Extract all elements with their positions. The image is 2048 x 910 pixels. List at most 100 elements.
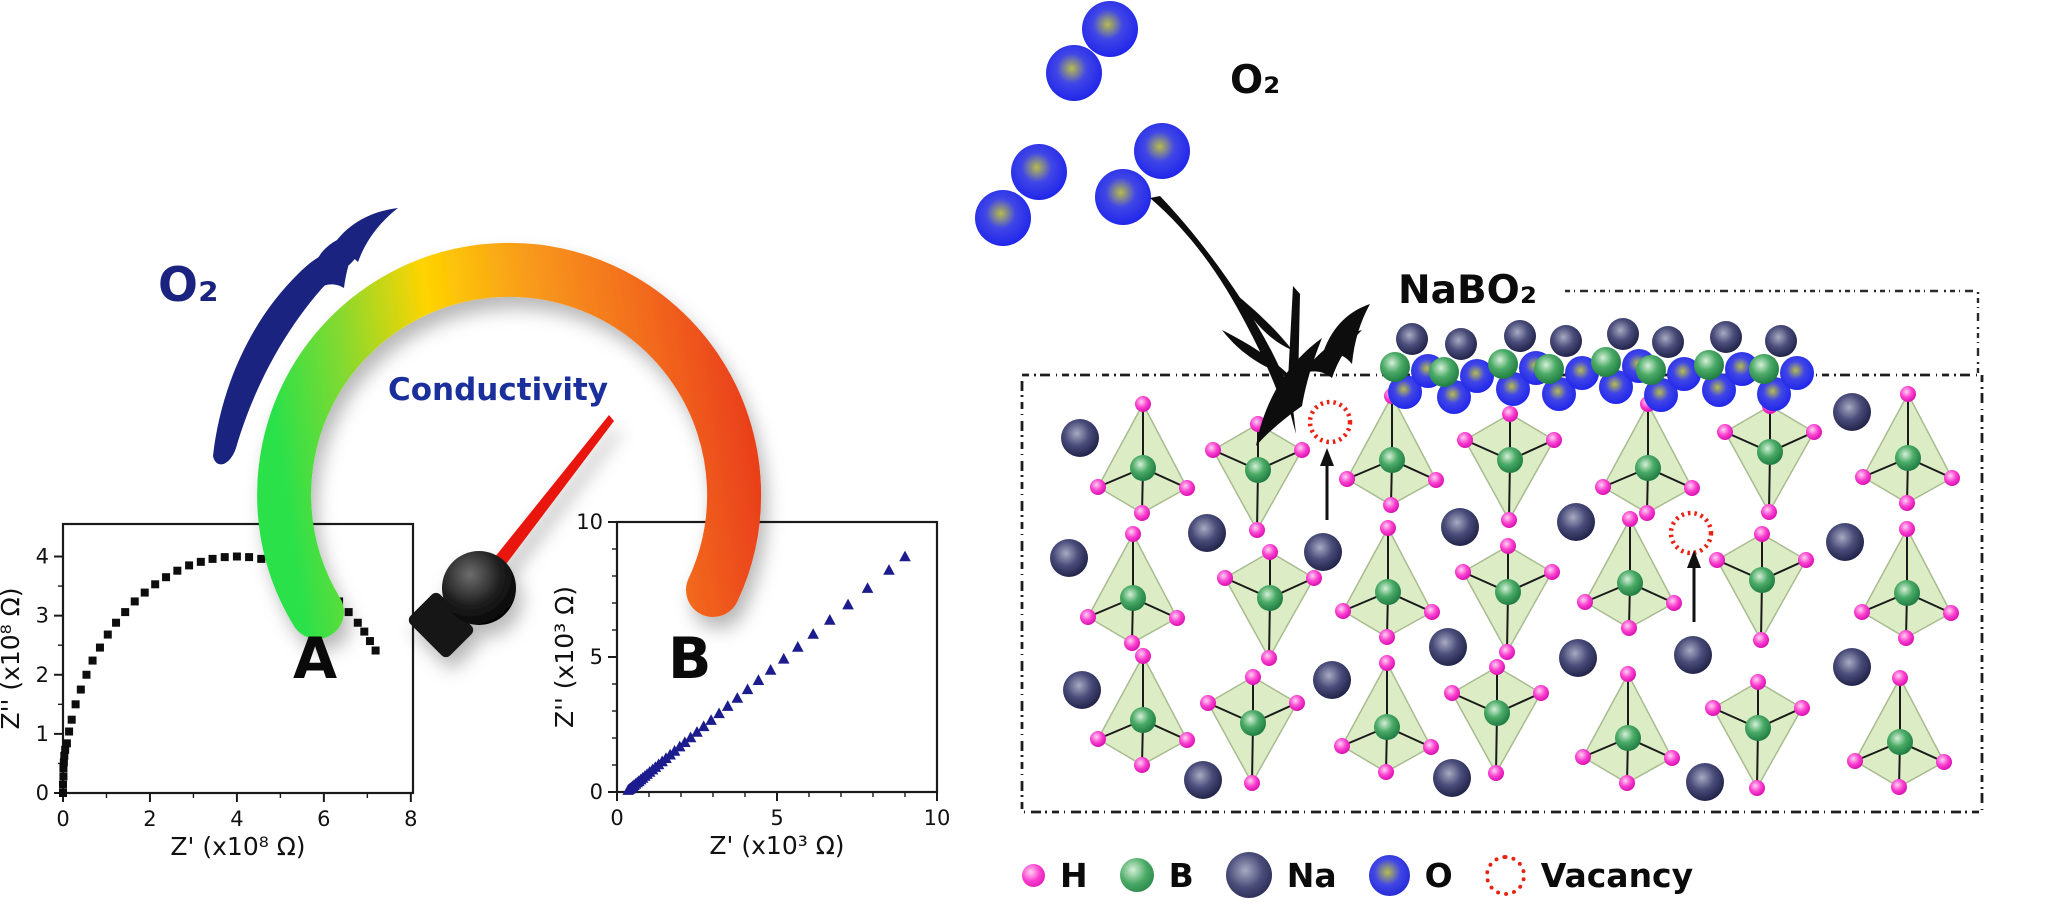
legend-label-h: H: [1060, 855, 1088, 895]
data-point: [67, 715, 76, 724]
data-point: [245, 553, 254, 562]
b-atom-icon: [1119, 858, 1154, 892]
bh4-tetrahedron: [1205, 416, 1310, 538]
b-atom: [1245, 457, 1271, 483]
data-point: [232, 552, 241, 561]
nabo2-surface-cluster: [1488, 320, 1553, 406]
h-atom: [1090, 479, 1106, 495]
o-atom: [1622, 349, 1656, 383]
gauge-arc: [257, 242, 762, 639]
bh4-tetrahedron: [1855, 386, 1960, 511]
data-point: [684, 731, 697, 743]
b-atom: [1120, 585, 1146, 611]
data-point: [634, 773, 647, 785]
na-atom: [1445, 328, 1477, 360]
na-atom: [1504, 320, 1536, 352]
h-atom-icon: [1022, 863, 1045, 887]
x-tick-label: 0: [610, 806, 623, 830]
bh4-tetrahedron: [1339, 388, 1444, 513]
na-atom: [1188, 514, 1226, 552]
data-point: [88, 656, 97, 665]
y-tick-label: 0: [590, 780, 603, 804]
y-tick-label: 0: [36, 781, 49, 805]
bh4-tetrahedron: [1717, 398, 1822, 520]
x-tick-label: 6: [317, 807, 330, 831]
na-atom: [1433, 759, 1471, 797]
bh4-tetrahedron: [1217, 544, 1322, 666]
h-atom: [1892, 670, 1908, 686]
h-atom: [1339, 471, 1355, 487]
data-point: [269, 557, 277, 566]
b-atom: [1745, 715, 1771, 741]
data-point: [752, 674, 765, 685]
bh4-tetrahedron: [1455, 538, 1560, 660]
h-atom: [1134, 505, 1150, 521]
h-atom: [1380, 520, 1396, 536]
data-point: [673, 740, 686, 752]
data-point: [60, 751, 69, 760]
o2-molecule-atom: [1011, 144, 1067, 200]
na-atom: [1833, 648, 1871, 686]
migration-arrow-head: [1320, 448, 1334, 466]
legend-item-na: Na: [1225, 852, 1337, 898]
data-point: [62, 739, 71, 748]
o2-swoosh-arrow: [213, 208, 398, 465]
data-point: [112, 618, 121, 627]
y-axis-label: Z'' (x10⁸ Ω): [0, 587, 25, 729]
na-atom: [1607, 318, 1639, 350]
o2-molecule-atom: [1134, 123, 1190, 179]
x-tick-label: 0: [56, 807, 69, 831]
h-atom: [1455, 564, 1471, 580]
nabo2-surface-cluster: [1380, 323, 1445, 409]
data-point: [807, 628, 819, 639]
h-atom: [1200, 695, 1216, 711]
h-atom: [1753, 632, 1769, 648]
h-atom: [1294, 442, 1310, 458]
bulk-boundary-box: [1020, 373, 1984, 814]
na-atom: [1710, 321, 1742, 353]
h-atom: [1383, 497, 1399, 513]
o-atom-icon: [1368, 854, 1410, 896]
data-point: [365, 637, 374, 646]
x-axis-label: Z' (x10³ Ω): [709, 831, 844, 860]
b-atom: [1240, 710, 1266, 736]
plot-frame: [61, 522, 415, 795]
b-atom: [1591, 347, 1621, 377]
h-atom: [1444, 685, 1460, 701]
bh4-tetrahedron: [1705, 674, 1810, 796]
o-atom: [1725, 352, 1759, 386]
h-atom: [1899, 521, 1915, 537]
data-point: [691, 726, 703, 737]
data-point: [151, 580, 160, 589]
b-atom: [1429, 357, 1459, 387]
legend-label-o: O: [1424, 855, 1453, 895]
b-atom: [1488, 349, 1518, 379]
data-point: [649, 761, 662, 772]
h-atom: [1546, 432, 1562, 448]
bh4-tetrahedron: [1854, 521, 1959, 646]
h-atom: [1245, 669, 1261, 685]
b-atom: [1895, 445, 1921, 471]
data-point: [764, 664, 777, 675]
h-atom: [1499, 644, 1515, 660]
data-point: [721, 700, 734, 711]
h-atom: [1500, 538, 1516, 554]
legend-item-o: O: [1368, 854, 1453, 896]
bh4-tetrahedron: [1577, 511, 1682, 636]
data-point: [59, 764, 68, 773]
h-atom: [1217, 570, 1233, 586]
h-atom: [1262, 544, 1278, 560]
h-atom: [1169, 610, 1185, 626]
h-atom: [1334, 738, 1350, 754]
data-point: [664, 748, 676, 760]
b-atom: [1757, 439, 1783, 465]
bh4-tetrahedron: [1080, 526, 1185, 651]
o2-molecule-atom: [1095, 169, 1151, 225]
h-atom: [1423, 739, 1439, 755]
h-atom: [1489, 659, 1505, 675]
h-atom: [1533, 685, 1549, 701]
bh4-tetrahedron: [1090, 396, 1195, 521]
